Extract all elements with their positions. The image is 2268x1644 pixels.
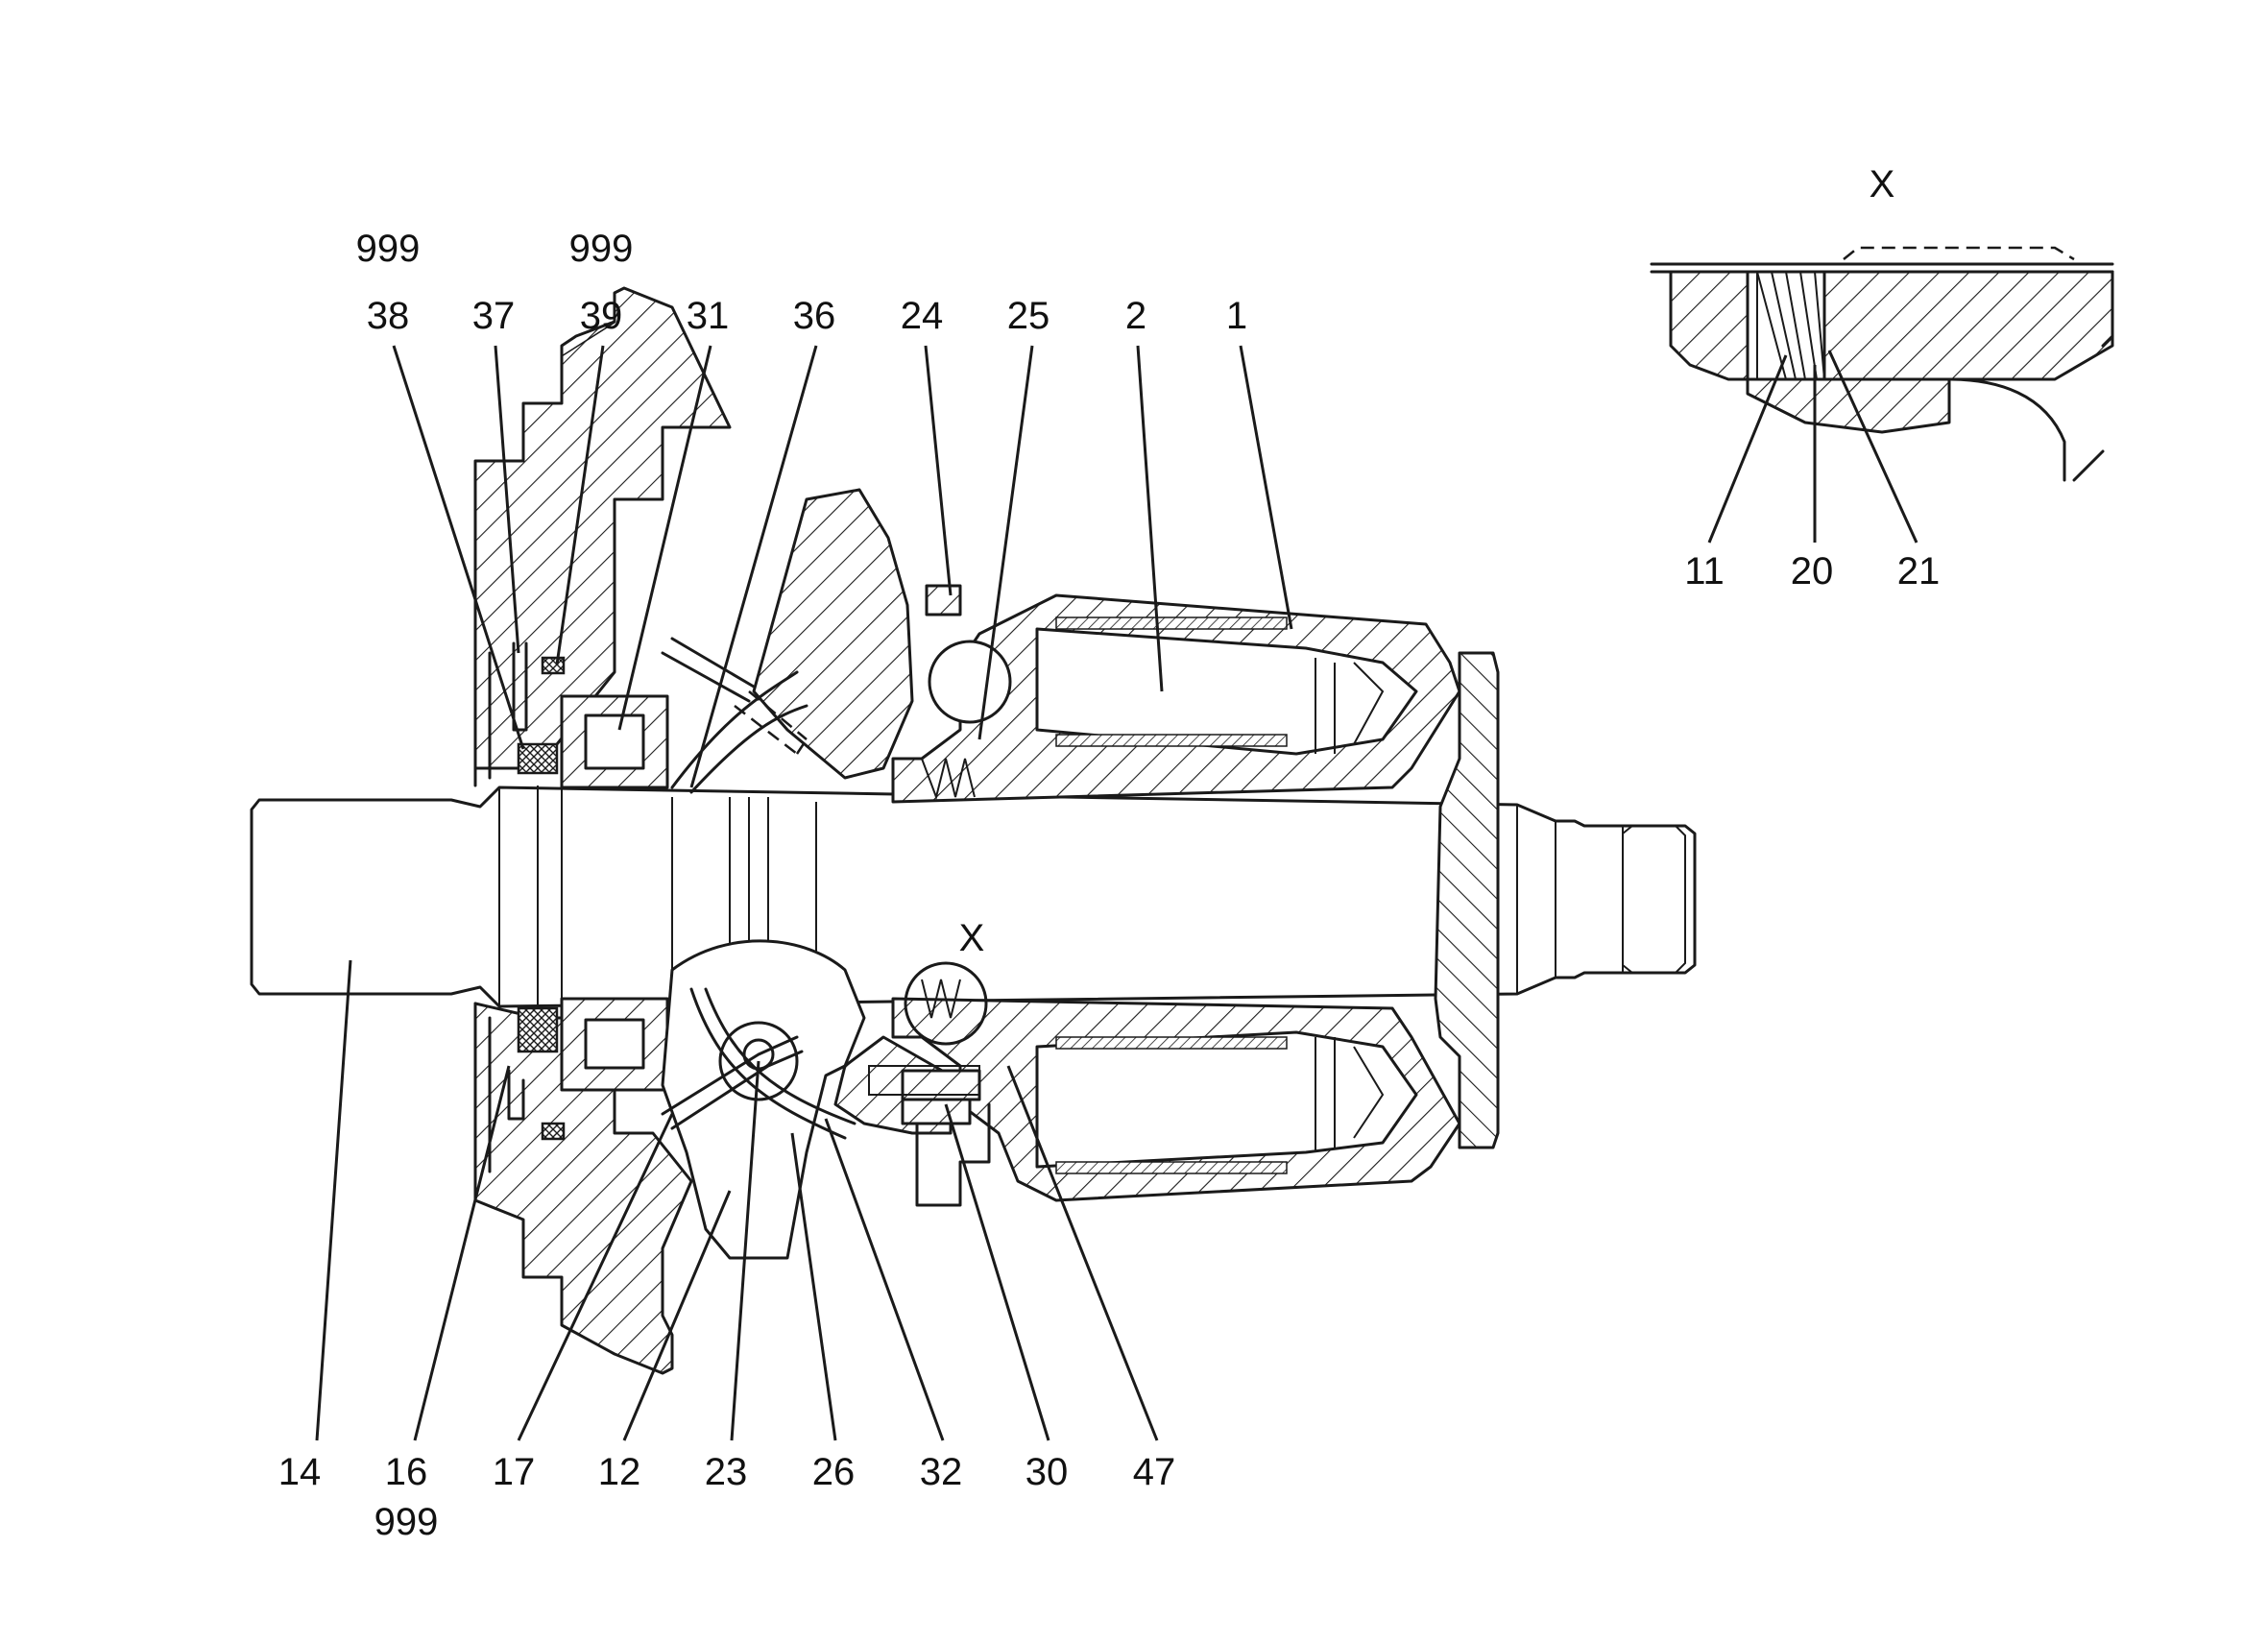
label-circle-x: X (959, 917, 985, 959)
detail-body-hatch (1822, 270, 2114, 381)
housing-step-lower (915, 1102, 991, 1207)
label-24: 24 (901, 295, 944, 337)
flange-housing-top-lug (560, 320, 615, 355)
spring-detail (921, 979, 961, 1019)
leaders-detail (1707, 350, 1918, 544)
label-top-999-a: 999 (356, 228, 421, 270)
seal-38-upper (517, 742, 559, 775)
shaft-spline-end (1622, 825, 1686, 974)
seal-38-lower (517, 1006, 559, 1053)
label-37: 37 (472, 295, 516, 337)
detail-x-marker-circle (904, 961, 988, 1046)
bearing-31-roller-upper (584, 713, 645, 770)
label-47: 47 (1133, 1451, 1176, 1493)
piston-sleeve-fine-lower-b (1055, 1161, 1288, 1174)
label-21: 21 (1897, 550, 1941, 592)
spring-top (921, 758, 976, 801)
end-cap (1434, 651, 1500, 1149)
cylinder-bore-lower (1035, 1030, 1418, 1169)
label-17: 17 (493, 1451, 536, 1493)
retaining-ring-37-upper (512, 641, 528, 732)
piston-2-lower (1036, 1037, 1385, 1167)
detail-housing-hatch (1669, 270, 1749, 381)
label-30: 30 (1025, 1451, 1069, 1493)
screw-47 (868, 1065, 980, 1096)
detail-spring-stack (1756, 271, 1825, 380)
bearing-31-upper (560, 694, 669, 789)
piston-rod-lower (661, 1035, 804, 1130)
flange-housing-lower (473, 1002, 693, 1375)
flange-housing-upper (473, 286, 732, 770)
label-32: 32 (920, 1451, 963, 1493)
label-25: 25 (1007, 295, 1050, 337)
retaining-ring-16-lower (507, 1069, 525, 1121)
retainer-24-upper (925, 584, 962, 616)
seal-39-lower (541, 1122, 566, 1141)
label-26: 26 (812, 1451, 856, 1493)
leaders-bottom (315, 959, 1159, 1441)
label-38: 38 (367, 295, 410, 337)
label-11: 11 (1684, 550, 1725, 592)
label-2: 2 (1125, 295, 1146, 337)
label-31: 31 (687, 295, 730, 337)
piston-dashed-upper (734, 690, 808, 755)
label-detail-x: X (1870, 163, 1895, 206)
bearing-31-roller-lower (584, 1018, 645, 1070)
drive-shaft (250, 786, 1697, 1008)
label-23: 23 (705, 1451, 748, 1493)
callout-labels: 999 38 37 999 39 31 36 24 25 2 1 X 11 20… (278, 163, 1941, 1543)
seal-39-upper (541, 656, 566, 675)
label-top-999-b: 999 (569, 228, 634, 270)
label-39: 39 (580, 295, 623, 337)
detail-curve (1947, 334, 2114, 482)
retainer-plate-26 (689, 987, 857, 1140)
detail-plate-hatch (1746, 377, 1951, 434)
label-14: 14 (278, 1451, 322, 1493)
piston-sleeve-fine-lower (1055, 1036, 1288, 1050)
pin-upper (661, 637, 756, 703)
ball-joint-25-upper (928, 640, 1012, 724)
detail-x-view (1650, 246, 2114, 482)
label-16: 16 (385, 1451, 428, 1493)
yoke-upper (752, 488, 914, 780)
cylinder-bore-upper (1035, 627, 1418, 756)
label-1: 1 (1226, 295, 1247, 337)
flange-face-left (473, 608, 492, 787)
leaders-top (392, 345, 1293, 788)
main-section-view (250, 286, 1697, 1375)
label-bottom-999: 999 (374, 1501, 439, 1543)
piston-2-upper (1036, 629, 1385, 754)
label-36: 36 (793, 295, 836, 337)
piston-sleeve-fine-upper-b (1055, 734, 1288, 747)
label-20: 20 (1791, 550, 1834, 592)
yoke-upper-edge (670, 670, 808, 794)
label-12: 12 (598, 1451, 641, 1493)
piston-sleeve-fine-upper (1055, 616, 1288, 630)
pin-30-head (901, 1098, 972, 1125)
detail-dashed-outline (1843, 246, 2075, 261)
